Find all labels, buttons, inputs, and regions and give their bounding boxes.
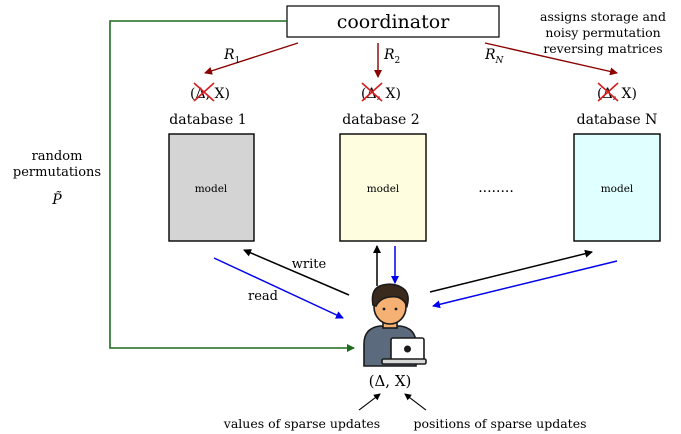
arrow-rn — [484, 42, 618, 76]
positions-annotation: positions of sparse updates — [413, 416, 586, 431]
database-2-title: database 2 — [342, 112, 419, 128]
read-label: read — [248, 289, 278, 304]
database-1-title: database 1 — [169, 112, 246, 128]
database-1-box — [168, 133, 255, 242]
random-permutations-line-2: permutations — [13, 165, 101, 180]
arrow-positions-annotation — [404, 393, 427, 411]
database-n-pair: (Δ, X) — [597, 86, 637, 102]
coordinator-note-line-1: assigns storage and — [540, 9, 666, 24]
user-with-laptop-icon — [363, 283, 427, 367]
database-n-box — [573, 133, 661, 242]
values-annotation: values of sparse updates — [223, 416, 380, 431]
arrow-r1 — [204, 42, 299, 75]
label-rn: RN — [484, 47, 505, 66]
arrow-random-permutations — [109, 20, 355, 352]
cross-out-icon — [361, 82, 383, 102]
arrow-write-dbn — [429, 249, 593, 293]
random-permutations-symbol: P̃ — [51, 190, 62, 208]
arrow-write-db1 — [243, 249, 350, 296]
coordinator-note-line-3: reversing matrices — [543, 41, 662, 56]
random-permutations-line-1: random — [32, 149, 83, 164]
label-r2: R2 — [383, 47, 400, 66]
ellipsis: ........ — [478, 180, 514, 196]
coordinator-node: coordinator — [286, 5, 500, 38]
database-1-pair: (Δ, X) — [190, 86, 230, 102]
cross-out-icon — [193, 82, 215, 102]
write-label: write — [292, 257, 327, 272]
database-2-pair: (Δ, X) — [361, 86, 401, 102]
label-r1: R1 — [223, 47, 240, 66]
database-n: (Δ, X) database N model — [573, 82, 661, 242]
random-permutations-label: random permutations P̃ — [13, 149, 101, 208]
coordinator-label: coordinator — [337, 11, 450, 33]
database-2-model: model — [367, 183, 400, 195]
coordinator-note-line-2: noisy permutation — [545, 25, 660, 40]
database-n-model: model — [601, 183, 634, 195]
arrow-read-db1 — [213, 257, 344, 319]
database-1-model: model — [195, 183, 228, 195]
database-2: (Δ, X) database 2 model — [339, 82, 427, 242]
arrow-values-annotation — [358, 393, 381, 411]
database-n-title: database N — [577, 112, 658, 128]
database-1: (Δ, X) database 1 model — [168, 82, 255, 242]
database-2-box — [339, 133, 427, 242]
coordinator-note: assigns storage and noisy permutation re… — [540, 9, 666, 56]
arrow-read-dbn — [432, 260, 618, 309]
user-pair: (Δ, X) — [369, 372, 412, 390]
cross-out-icon — [597, 82, 619, 102]
